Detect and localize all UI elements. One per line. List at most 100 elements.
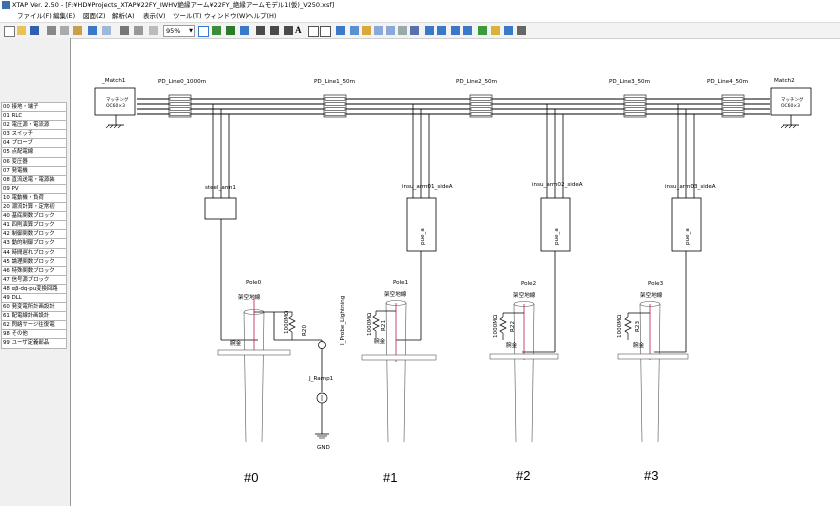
palette-item[interactable]: 05 点配電線 bbox=[1, 148, 67, 158]
palette-item[interactable]: 10 電動機・負荷 bbox=[1, 193, 67, 204]
menu-window[interactable]: ウィンドウ(W) bbox=[204, 12, 248, 20]
connect-icon[interactable] bbox=[240, 26, 249, 35]
crossarm bbox=[489, 353, 559, 360]
find-icon[interactable] bbox=[149, 26, 158, 35]
line-section[interactable]: PD_Line1_50m bbox=[314, 79, 355, 118]
steel-arm[interactable]: steel_arm1 bbox=[204, 185, 258, 341]
save-icon[interactable] bbox=[30, 26, 39, 35]
palette-item[interactable]: 41 四則演算ブロック bbox=[1, 221, 67, 231]
export-icon[interactable] bbox=[478, 26, 487, 35]
palette-item[interactable]: 06 変圧器 bbox=[1, 157, 67, 167]
match-left[interactable]: マッチング OC60×3 _Match1 bbox=[94, 78, 136, 129]
line-section[interactable]: PD_Line3_50m bbox=[609, 79, 650, 118]
arm-name: insu_arm03_sideA bbox=[665, 184, 716, 190]
pole-body bbox=[639, 303, 661, 443]
undo-icon[interactable] bbox=[88, 26, 97, 35]
result-icon[interactable] bbox=[437, 26, 446, 35]
stop-icon[interactable] bbox=[398, 26, 407, 35]
palette-item[interactable]: 43 動的制御ブロック bbox=[1, 239, 67, 249]
waveform-icon[interactable] bbox=[425, 26, 434, 35]
zoom-out-icon[interactable] bbox=[320, 26, 331, 37]
settings-icon[interactable] bbox=[504, 26, 513, 35]
run-icon[interactable] bbox=[350, 26, 359, 35]
palette-item[interactable]: 04 プローブ bbox=[1, 139, 67, 149]
step-icon[interactable] bbox=[374, 26, 383, 35]
line-section[interactable]: PD_Line2_50m bbox=[456, 79, 497, 118]
line-segment bbox=[169, 112, 191, 116]
palette-item[interactable]: 00 接地・端子 bbox=[1, 102, 67, 113]
match-box-sub: OC60×3 bbox=[106, 103, 125, 109]
new-file-icon[interactable] bbox=[4, 26, 15, 37]
check-icon[interactable] bbox=[451, 26, 460, 35]
pole-3[interactable]: Pole3 架空地線 1000MΩ R23 腕金 #3 bbox=[617, 281, 689, 483]
info-icon[interactable] bbox=[517, 26, 526, 35]
rotate-right-icon[interactable] bbox=[270, 26, 279, 35]
line-section[interactable]: PD_Line4_50m bbox=[707, 79, 748, 118]
lightning-source[interactable]: I_Probe_Lightning J_Ramp1 GND bbox=[292, 295, 346, 451]
pole-2[interactable]: Pole2 架空地線 1000MΩ R22 腕金 #2 bbox=[489, 281, 559, 483]
pole-1[interactable]: Pole1 架空地線 1000MΩ R21 腕金 #1 bbox=[361, 280, 437, 485]
crossarm-label: 腕金 bbox=[230, 339, 242, 347]
redo-icon[interactable] bbox=[102, 26, 111, 35]
print-icon[interactable] bbox=[120, 26, 129, 35]
palette-item[interactable]: 99 ユーザ定義部品 bbox=[1, 339, 67, 349]
menu-tools[interactable]: ツール(T) bbox=[173, 12, 202, 20]
palette-item[interactable]: 49 DLL bbox=[1, 293, 67, 304]
library-icon[interactable] bbox=[491, 26, 500, 35]
flip-icon[interactable] bbox=[284, 26, 293, 35]
insulated-arm-2[interactable]: insu_arm02_sideA pue_a bbox=[522, 182, 583, 353]
zoom-in-icon[interactable] bbox=[308, 26, 319, 37]
palette-item[interactable]: 09 PV bbox=[1, 184, 67, 194]
palette-item[interactable]: 48 αβ-dq-pu変換回路 bbox=[1, 284, 67, 294]
palette-item[interactable]: 60 発変電所計画設計 bbox=[1, 303, 67, 313]
print-preview-icon[interactable] bbox=[134, 26, 143, 35]
grid-icon[interactable] bbox=[336, 26, 345, 35]
validate-icon[interactable] bbox=[463, 26, 472, 35]
match-right[interactable]: マッチング OC60×3 Match2 bbox=[770, 78, 812, 129]
text-tool-icon[interactable]: A bbox=[295, 25, 302, 35]
palette-item[interactable]: 20 潮流計算・定常初 bbox=[1, 203, 67, 213]
paste-icon[interactable] bbox=[73, 26, 82, 35]
run-analysis-icon[interactable] bbox=[362, 26, 371, 35]
palette-item[interactable]: 07 発電機 bbox=[1, 166, 67, 176]
open-folder-icon[interactable] bbox=[17, 26, 26, 35]
palette-item[interactable]: 45 論理関数ブロック bbox=[1, 257, 67, 267]
palette-item[interactable]: 61 配電線計画設計 bbox=[1, 312, 67, 322]
pointer-icon[interactable] bbox=[198, 26, 209, 37]
line-section-name: PD_Line1_50m bbox=[314, 79, 355, 85]
wire-icon[interactable] bbox=[212, 26, 221, 35]
menu-file[interactable]: ファイル(F) bbox=[17, 12, 52, 20]
palette-item[interactable]: 46 特殊関数ブロック bbox=[1, 266, 67, 276]
palette-item[interactable]: 98 その他 bbox=[1, 330, 67, 340]
schematic-canvas[interactable]: マッチング OC60×3 _Match1 マッチング OC60×3 Match2… bbox=[71, 38, 840, 506]
insulated-arm-1[interactable]: insu_arm01_sideA pue_a bbox=[396, 184, 453, 341]
menu-view[interactable]: 表示(V) bbox=[143, 12, 166, 20]
node-icon[interactable] bbox=[226, 26, 235, 35]
palette-item[interactable]: 47 信号源ブロック bbox=[1, 275, 67, 285]
plot-icon[interactable] bbox=[410, 26, 419, 35]
menu-help[interactable]: ヘルプ(H) bbox=[247, 12, 277, 20]
palette-item[interactable]: 44 時間遅れブロック bbox=[1, 248, 67, 258]
arm-box bbox=[540, 197, 571, 252]
copy-icon[interactable] bbox=[60, 26, 69, 35]
palette-item[interactable]: 01 RLC bbox=[1, 112, 67, 122]
insulated-arm-3[interactable]: insu_arm03_sideA pue_a bbox=[654, 184, 716, 353]
cut-icon[interactable] bbox=[47, 26, 56, 35]
menu-edit[interactable]: 編集(E) bbox=[53, 12, 76, 20]
line-section[interactable]: PD_Line0_1000m bbox=[158, 79, 206, 118]
palette-item[interactable]: 03 スイッチ bbox=[1, 130, 67, 140]
pole-name: Pole1 bbox=[393, 280, 409, 286]
rotate-left-icon[interactable] bbox=[256, 26, 265, 35]
palette-item[interactable]: 62 閃絡サージ往復電 bbox=[1, 321, 67, 331]
menu-drawing[interactable]: 図面(Z) bbox=[83, 12, 106, 20]
palette-item[interactable]: 02 電圧源・電流源 bbox=[1, 121, 67, 131]
palette-item[interactable]: 42 制御関数ブロック bbox=[1, 230, 67, 240]
menu-analysis[interactable]: 解析(A) bbox=[112, 12, 135, 20]
zoom-select[interactable]: 95%▼ bbox=[163, 25, 195, 37]
palette-item[interactable]: 40 基底関数ブロック bbox=[1, 212, 67, 222]
palette-item[interactable]: 08 直流送電・電源装 bbox=[1, 175, 67, 185]
drop-wires bbox=[212, 104, 695, 198]
pause-icon[interactable] bbox=[386, 26, 395, 35]
pole-0[interactable]: Pole0 架空地線 腕金 1000MΩ R20 #0 bbox=[217, 280, 308, 485]
line-segment bbox=[722, 107, 744, 111]
